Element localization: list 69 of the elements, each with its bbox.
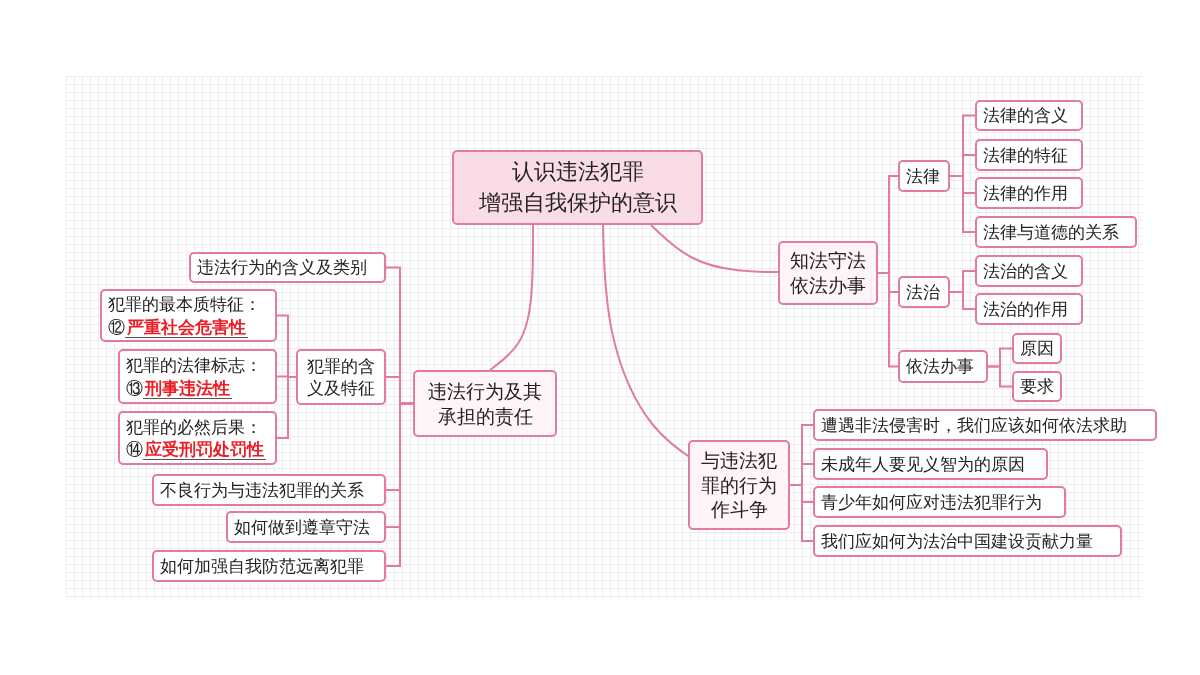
topic-label: 与违法犯罪的行为作斗争: [700, 447, 778, 523]
topic-label: 犯罪的法律标志：: [126, 354, 263, 377]
leaf-topic-box: [118, 411, 277, 465]
connector-line: [650, 224, 779, 273]
callout-number: ⑬: [126, 376, 143, 399]
topic-label: 原因: [1020, 337, 1054, 360]
leaf-topic-box: [813, 525, 1122, 557]
leaf-topic-box: [813, 409, 1157, 441]
topic-label: 法律: [906, 164, 941, 188]
branch-topic-box: [413, 370, 557, 437]
topic-label: 认识违法犯罪: [510, 157, 645, 186]
leaf-topic-box: [226, 511, 386, 543]
answer-text: 刑事违法性: [143, 377, 232, 399]
leaf-topic-box: [100, 289, 277, 342]
leaf-topic-box: [975, 293, 1083, 325]
topic-label: 我们应如何为法治中国建设贡献力量: [821, 529, 1094, 553]
topic-label: 依法办事: [906, 355, 975, 378]
callout-number: ⑭: [126, 438, 143, 461]
topic-label: 要求: [1020, 375, 1054, 398]
leaf-topic-box: [152, 550, 386, 582]
connector-line: [489, 224, 534, 371]
connector-line: [949, 175, 976, 233]
callout-number: ⑫: [108, 315, 125, 338]
topic-label: 如何做到遵章守法: [234, 515, 371, 539]
topic-label: 如何加强自我防范远离犯罪: [160, 554, 365, 578]
leaf-topic-box: [975, 216, 1137, 248]
branch-topic-box: [688, 440, 790, 530]
connector-line: [385, 402, 414, 567]
topic-label: 青少年如何应对违法犯罪行为: [821, 490, 1043, 514]
topic-label: 未成年人要见义智为的原因: [821, 452, 1026, 476]
leaf-topic-box: [975, 139, 1083, 171]
topic-label: 法律与道德的关系: [983, 220, 1120, 244]
topic-label: 遭遇非法侵害时，我们应该如何依法求助: [821, 413, 1128, 437]
leaf-topic-box: [189, 252, 386, 283]
topic-label: 犯罪的含义及特征: [306, 354, 376, 400]
connector-line: [987, 365, 1013, 388]
branch-topic-box: [778, 241, 878, 305]
leaf-topic-box: [118, 349, 277, 404]
connector-line: [602, 224, 689, 457]
leaf-topic-box: [975, 177, 1083, 209]
topic-label: 犯罪的必然后果：: [126, 415, 263, 438]
leaf-topic-box: [813, 486, 1066, 518]
leaf-topic-box: [898, 350, 988, 383]
topic-label: 知法守法依法办事: [789, 248, 867, 298]
leaf-topic-box: [898, 160, 950, 192]
connector-line: [789, 484, 814, 542]
answer-text: 应受刑罚处罚性: [143, 439, 266, 461]
topic-label: 法治的含义: [983, 259, 1069, 283]
subtopic-box: [296, 349, 386, 405]
topic-label: 不良行为与违法犯罪的关系: [160, 478, 365, 502]
leaf-topic-box: [1012, 333, 1062, 364]
leaf-topic-box: [813, 448, 1048, 480]
leaf-topic-box: [152, 474, 386, 506]
leaf-topic-box: [975, 100, 1083, 131]
connector-line: [949, 291, 976, 310]
topic-label: 违法行为及其承担的责任: [427, 378, 543, 429]
leaf-topic-box: [1012, 371, 1062, 402]
topic-label: 法治的作用: [983, 297, 1069, 321]
leaf-topic-box: [975, 255, 1083, 287]
topic-label: 违法行为的含义及类别: [197, 256, 368, 279]
topic-label: 法治: [906, 280, 941, 304]
leaf-topic-box: [898, 276, 950, 308]
answer-text: 严重社会危害性: [125, 316, 248, 338]
topic-label: 法律的特征: [983, 143, 1069, 167]
central-topic-box: [452, 150, 703, 225]
topic-label: 增强自我保护的意识: [477, 188, 678, 217]
topic-label: 犯罪的最本质特征：: [108, 293, 262, 316]
topic-label: 法律的含义: [983, 104, 1069, 127]
topic-label: 法律的作用: [983, 181, 1069, 205]
